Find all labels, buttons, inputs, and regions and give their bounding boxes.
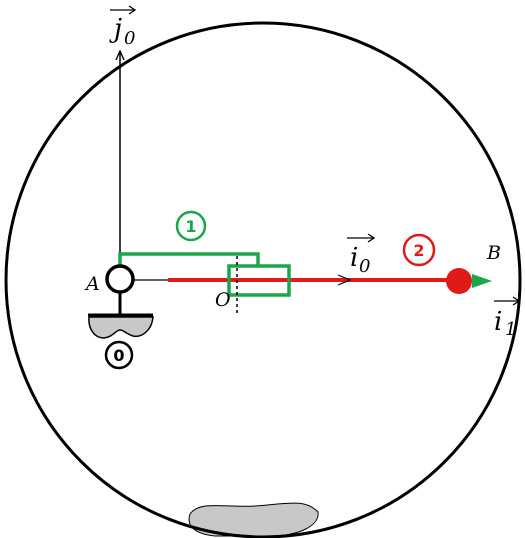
- body-1-number: 1: [185, 217, 196, 236]
- i1-overarrow-head: [512, 296, 521, 306]
- body-1-arm: [118, 252, 260, 266]
- outer-circle: [4, 21, 522, 538]
- i1-arrow-head: [472, 274, 492, 288]
- i0-overarrow-head: [367, 233, 376, 243]
- point-o-label: O: [215, 289, 231, 311]
- vector-label-i1: i 1: [494, 296, 521, 340]
- body-2-badge: [402, 233, 436, 267]
- i0-label-sub: 0: [359, 256, 370, 277]
- point-b-label: B: [486, 242, 501, 264]
- body-1-badge: [175, 210, 207, 242]
- body-0-number: 0: [113, 346, 124, 365]
- j0-label-base: j: [109, 14, 122, 44]
- point-b-disk: [446, 268, 472, 294]
- body-0-badge: [104, 340, 134, 370]
- vector-label-j0: j 0: [109, 5, 137, 49]
- j0-label-sub: 0: [124, 28, 135, 49]
- vector-label-i0: i 0: [347, 233, 376, 277]
- ground-0-support: [88, 316, 154, 339]
- j0-overarrow-head: [128, 5, 137, 15]
- body-2-number: 2: [413, 241, 424, 260]
- point-a-label: A: [84, 273, 100, 295]
- i1-label-sub: 1: [505, 319, 516, 340]
- bottom-ground-support: [188, 502, 319, 537]
- pivot-a-joint: [105, 264, 135, 294]
- body-1-slider: [227, 264, 291, 297]
- i0-arrow-head: [337, 274, 352, 286]
- i1-label-base: i: [494, 307, 502, 337]
- i0-label-base: i: [350, 243, 358, 273]
